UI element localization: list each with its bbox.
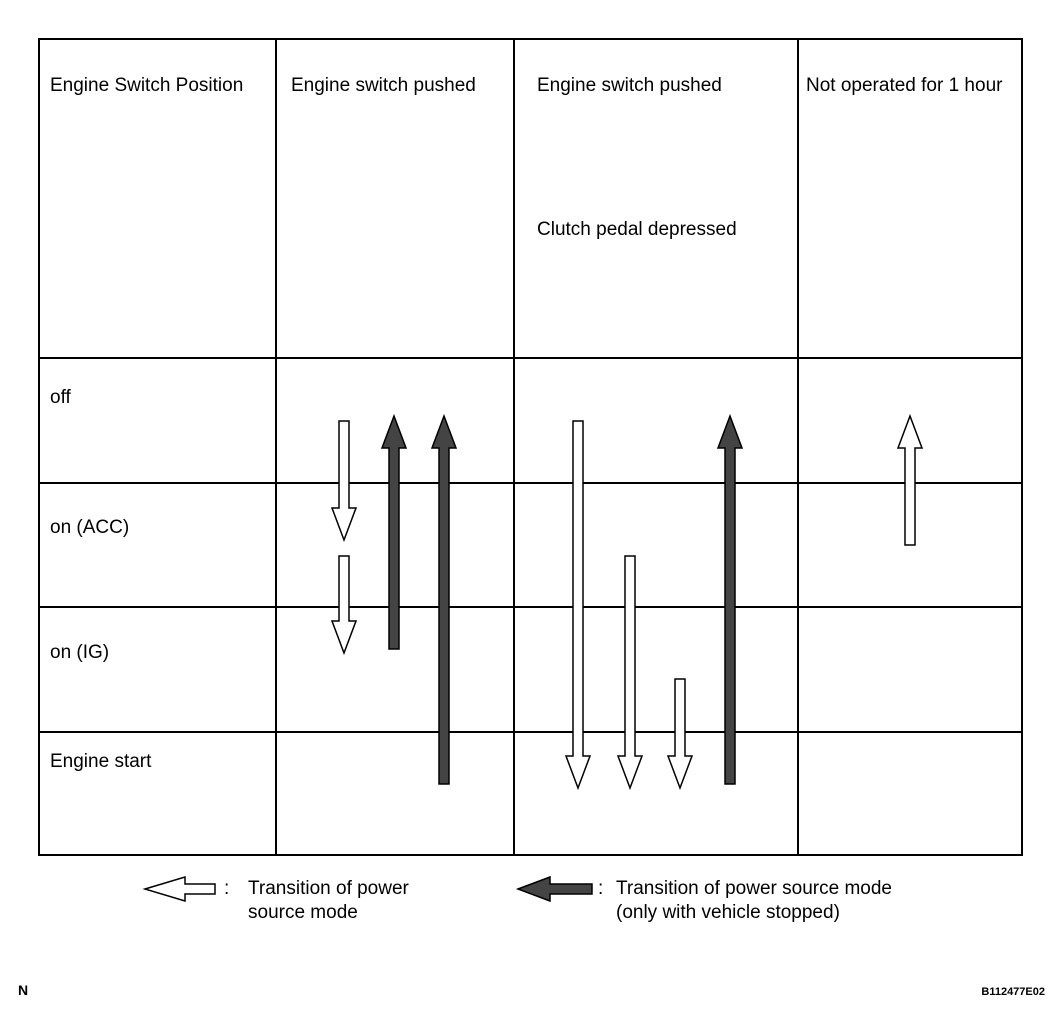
white-transition-arrow-icon [896,413,924,546]
legend-dark-line2: (only with vehicle stopped) [616,902,840,923]
row-label-acc: on (ACC) [50,517,130,538]
row-label-ig: on (IG) [50,642,110,663]
footer-left-mark: N [18,982,29,998]
table-grid [38,38,1023,856]
legend-white-arrow-icon [142,875,216,903]
legend-arrows [142,875,593,903]
header-row-label: Engine Switch Position [50,75,244,96]
legend-white-line1: Transition of power [248,878,409,899]
transition-arrows [330,413,924,791]
header-col1: Engine switch pushed [291,75,476,96]
legend-white-line2: source mode [248,902,358,923]
footer-figure-code: B112477E02 [981,986,1045,998]
row-label-engine-start: Engine start [50,751,152,772]
row-label-off: off [50,387,71,408]
header-col2-line2: Clutch pedal depressed [537,219,737,240]
legend-dark-line1: Transition of power source mode [616,878,892,899]
white-transition-arrow-icon [616,555,644,791]
legend-white-colon: : [224,878,230,899]
white-transition-arrow-icon [330,555,358,656]
header-col3: Not operated for 1 hour [806,75,1003,96]
table-border [38,38,1023,856]
white-transition-arrow-icon [564,420,592,791]
white-transition-arrow-icon [330,420,358,543]
white-transition-arrow-icon [666,678,694,791]
dark-transition-arrow-icon [380,413,408,650]
legend-dark-arrow-icon [515,875,593,903]
dark-transition-arrow-icon [716,413,744,785]
dark-transition-arrow-icon [430,413,458,785]
legend-dark-colon: : [598,878,604,899]
header-col2-line1: Engine switch pushed [537,75,722,96]
